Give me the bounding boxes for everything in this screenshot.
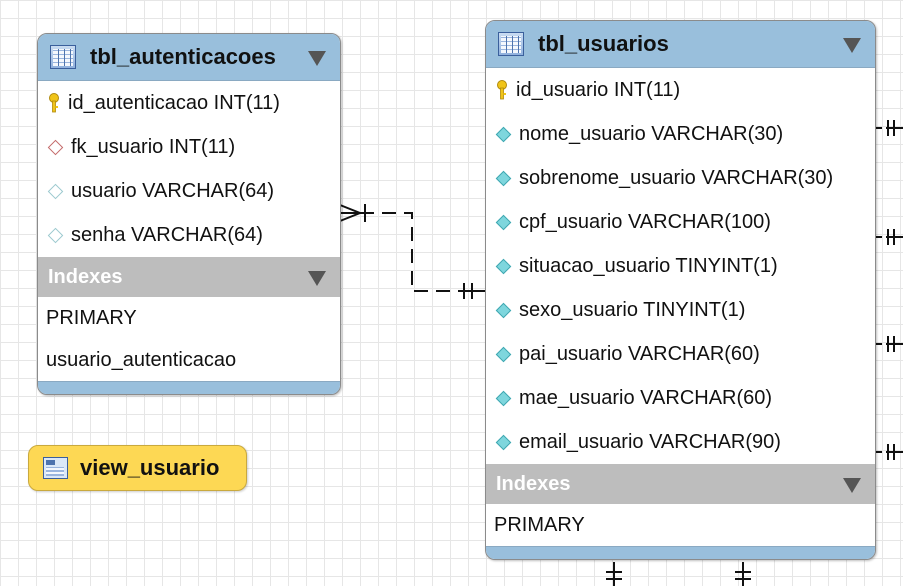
indexes-label: Indexes [48,265,123,288]
table-title: tbl_usuarios [538,31,669,56]
column-row[interactable]: situacao_usuario TINYINT(1) [486,244,875,288]
column-diamond-icon [495,170,512,186]
view-usuario[interactable]: view_usuario [28,445,247,491]
column-diamond-icon [47,183,64,199]
column-row[interactable]: mae_usuario VARCHAR(60) [486,376,875,420]
relationship-autenticacao-usuario-line [360,212,458,292]
column-row[interactable]: nome_usuario VARCHAR(30) [486,112,875,156]
table-footer [38,381,340,394]
column-label: usuario VARCHAR(64) [71,179,275,202]
index-row[interactable]: PRIMARY [494,513,585,536]
column-label: sexo_usuario TINYINT(1) [519,298,746,321]
column-label: situacao_usuario TINYINT(1) [519,254,778,277]
indexes-label: Indexes [496,472,571,495]
table-header[interactable]: tbl_usuarios [486,21,875,68]
column-row[interactable]: fk_usuario INT(11) [38,125,340,169]
column-label: fk_usuario INT(11) [71,135,236,158]
table-header[interactable]: tbl_autenticacoes [38,34,340,81]
view-icon [43,457,68,479]
connector-stub-1 [876,120,903,136]
connector-stub-2 [876,229,903,245]
connector-stub-bottom-1 [606,562,622,586]
column-diamond-icon [495,258,512,274]
column-diamond-icon [495,126,512,142]
column-row[interactable]: id_usuario INT(11) [486,68,875,112]
column-diamond-icon [495,346,512,362]
table-tbl-usuarios[interactable]: tbl_usuarios id_usuario INT(11) nome_usu… [485,20,876,560]
column-label: pai_usuario VARCHAR(60) [519,342,760,365]
table-tbl-autenticacoes[interactable]: tbl_autenticacoes id_autenticacao INT(11… [37,33,341,395]
column-diamond-icon [47,227,64,243]
column-row[interactable]: id_autenticacao INT(11) [38,81,340,125]
column-label: senha VARCHAR(64) [71,223,263,246]
column-row[interactable]: email_usuario VARCHAR(90) [486,420,875,464]
column-row[interactable]: usuario VARCHAR(64) [38,169,340,213]
table-title: tbl_autenticacoes [90,44,276,69]
collapse-triangle-icon[interactable] [308,51,326,66]
column-label: id_autenticacao INT(11) [68,91,280,114]
indexes-header[interactable]: Indexes [38,257,340,297]
column-label: nome_usuario VARCHAR(30) [519,122,784,145]
column-row[interactable]: senha VARCHAR(64) [38,213,340,257]
table-icon [50,45,76,69]
connector-stub-3 [876,336,903,352]
table-icon [498,32,524,56]
collapse-triangle-icon[interactable] [843,38,861,53]
collapse-triangle-icon[interactable] [308,271,326,286]
foreign-key-diamond-icon [47,139,64,155]
column-label: mae_usuario VARCHAR(60) [519,386,773,409]
column-label: email_usuario VARCHAR(90) [519,430,781,453]
column-label: sobrenome_usuario VARCHAR(30) [519,166,834,189]
table-footer [486,546,875,559]
column-diamond-icon [495,302,512,318]
collapse-triangle-icon[interactable] [843,478,861,493]
column-label: id_usuario INT(11) [516,78,681,101]
connector-stub-bottom-2 [735,562,751,586]
column-diamond-icon [495,214,512,230]
column-row[interactable]: pai_usuario VARCHAR(60) [486,332,875,376]
column-row[interactable]: sexo_usuario TINYINT(1) [486,288,875,332]
connector-stub-4 [876,444,903,460]
view-title: view_usuario [80,455,220,480]
indexes-header[interactable]: Indexes [486,464,875,504]
column-diamond-icon [495,390,512,406]
index-row[interactable]: PRIMARY [46,306,137,329]
primary-key-icon [497,80,507,100]
primary-key-icon [49,93,59,113]
column-label: cpf_usuario VARCHAR(100) [519,210,771,233]
column-row[interactable]: cpf_usuario VARCHAR(100) [486,200,875,244]
column-row[interactable]: sobrenome_usuario VARCHAR(30) [486,156,875,200]
column-diamond-icon [495,434,512,450]
index-row[interactable]: usuario_autenticacao [46,348,237,371]
